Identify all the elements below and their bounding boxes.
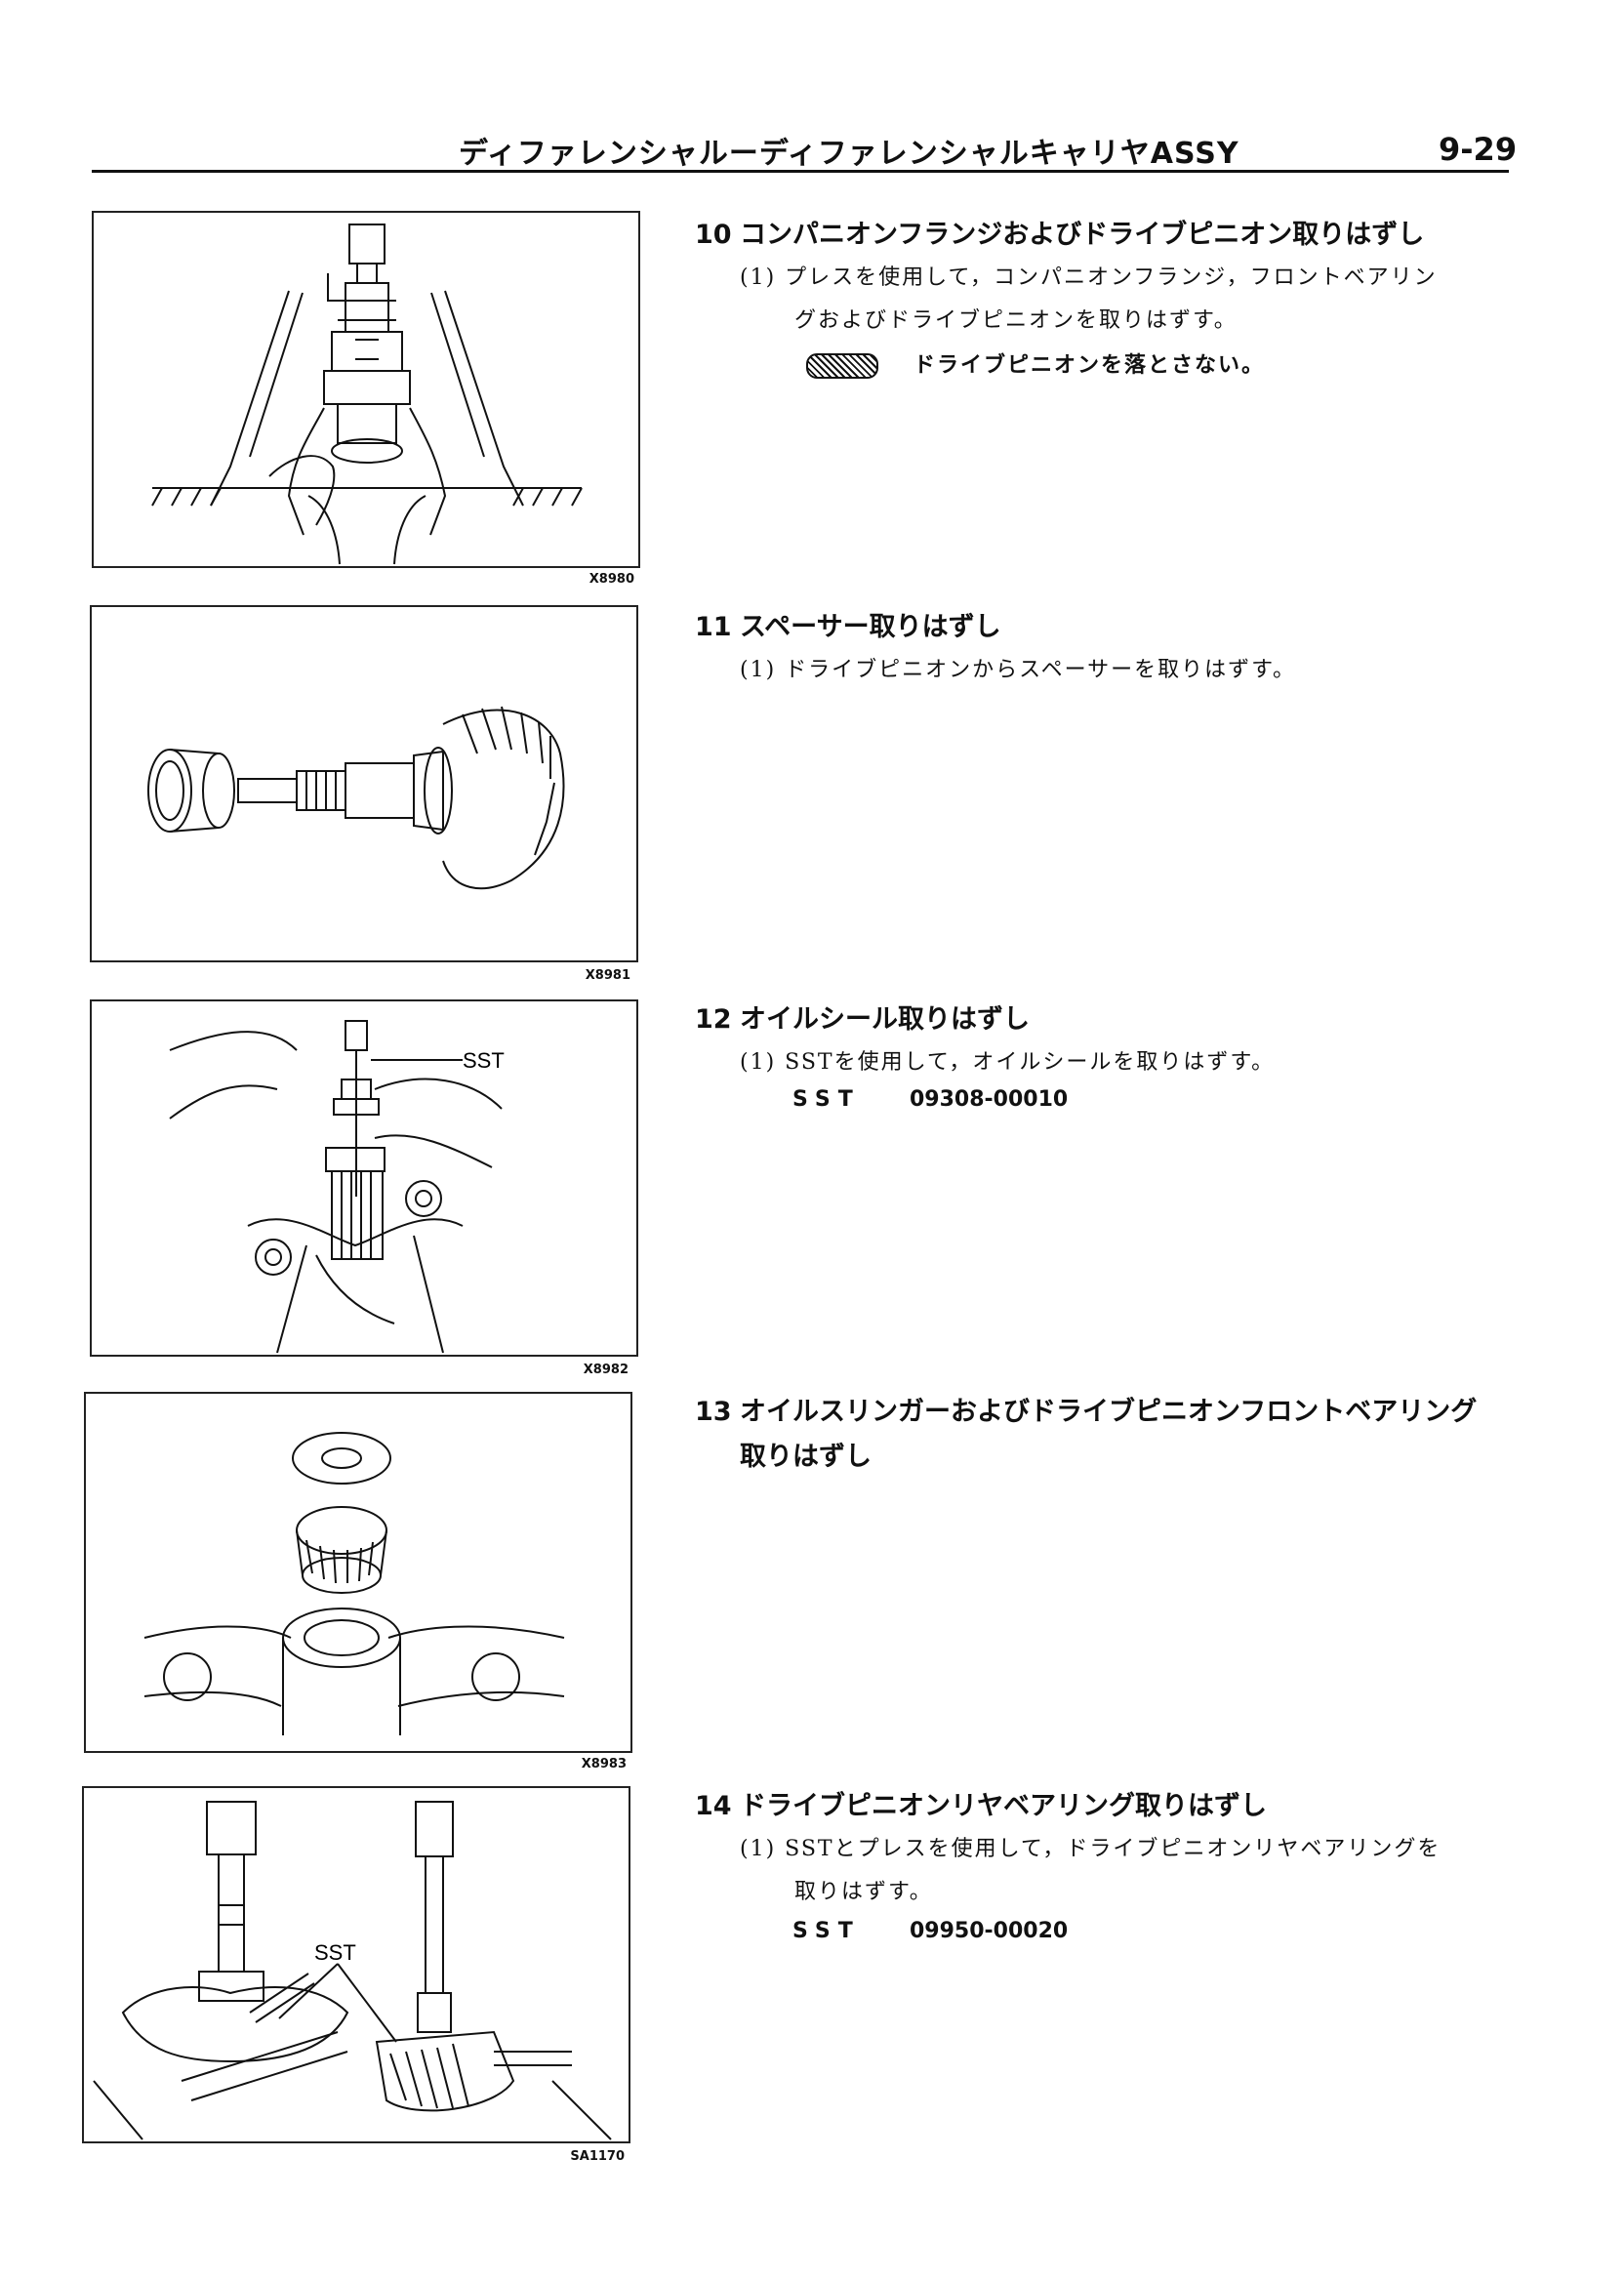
page-title: ディファレンシャルーディファレンシャルキャリヤASSY (459, 137, 1239, 171)
figure-code: SA1170 (570, 2149, 625, 2164)
step-number: 13 (695, 1397, 732, 1427)
spacer-pinion-illustration (147, 706, 565, 890)
figure-code: X8980 (589, 572, 634, 587)
press-illustration (151, 224, 583, 565)
figure-oil-seal-puller: SST (90, 999, 638, 1357)
step-10-line-1: (1) プレスを使用して，コンパニオンフランジ，フロントベアリン (740, 265, 1438, 290)
figure-code: X8981 (585, 968, 630, 983)
rear-bearing-illustration: SST (93, 1801, 612, 2140)
sst-number: 09950-00020 (910, 1919, 1069, 1943)
step-14-line-2: 取りはずす。 (794, 1880, 933, 1904)
step-14-sst: SST 09950-00020 (792, 1919, 1068, 1943)
sst-label: SST (792, 1087, 861, 1112)
step-12-sst: SST 09308-00010 (792, 1087, 1068, 1112)
step-13-title-line-2: 取りはずし (740, 1442, 872, 1472)
figure-spacer-and-pinion (90, 605, 638, 962)
sst-number: 09308-00010 (910, 1087, 1069, 1112)
header-rule (92, 170, 1509, 173)
step-number: 11 (695, 612, 732, 642)
page-number: 9-29 (1439, 131, 1518, 168)
step-10-line-2: グおよびドライブピニオンを取りはずす。 (794, 308, 1238, 333)
step-number: 12 (695, 1004, 732, 1035)
figure-rear-bearing-press: SST (82, 1786, 630, 2143)
sst-callout-label: SST (314, 1940, 356, 1965)
oil-seal-illustration: SST (169, 1020, 505, 1354)
step-11-line-1: (1) ドライブピニオンからスペーサーを取りはずす。 (740, 658, 1296, 682)
sst-label: SST (792, 1919, 861, 1943)
oil-slinger-illustration (143, 1432, 565, 1735)
caution-icon (806, 353, 878, 379)
figure-oil-slinger-bearing (84, 1392, 632, 1753)
step-10-caution: ドライブピニオンを落とさない。 (806, 347, 1265, 379)
step-number: 10 (695, 220, 732, 250)
figure-code: X8982 (583, 1363, 629, 1377)
sst-callout-label: SST (463, 1048, 505, 1073)
step-12-line-1: (1) SSTを使用して，オイルシールを取りはずす。 (740, 1050, 1276, 1075)
figure-code: X8983 (581, 1757, 627, 1771)
step-14-line-1: (1) SSTとプレスを使用して，ドライブピニオンリヤベアリングを (740, 1837, 1441, 1861)
figure-press-pinion-removal (92, 211, 640, 568)
step-number: 14 (695, 1791, 732, 1821)
